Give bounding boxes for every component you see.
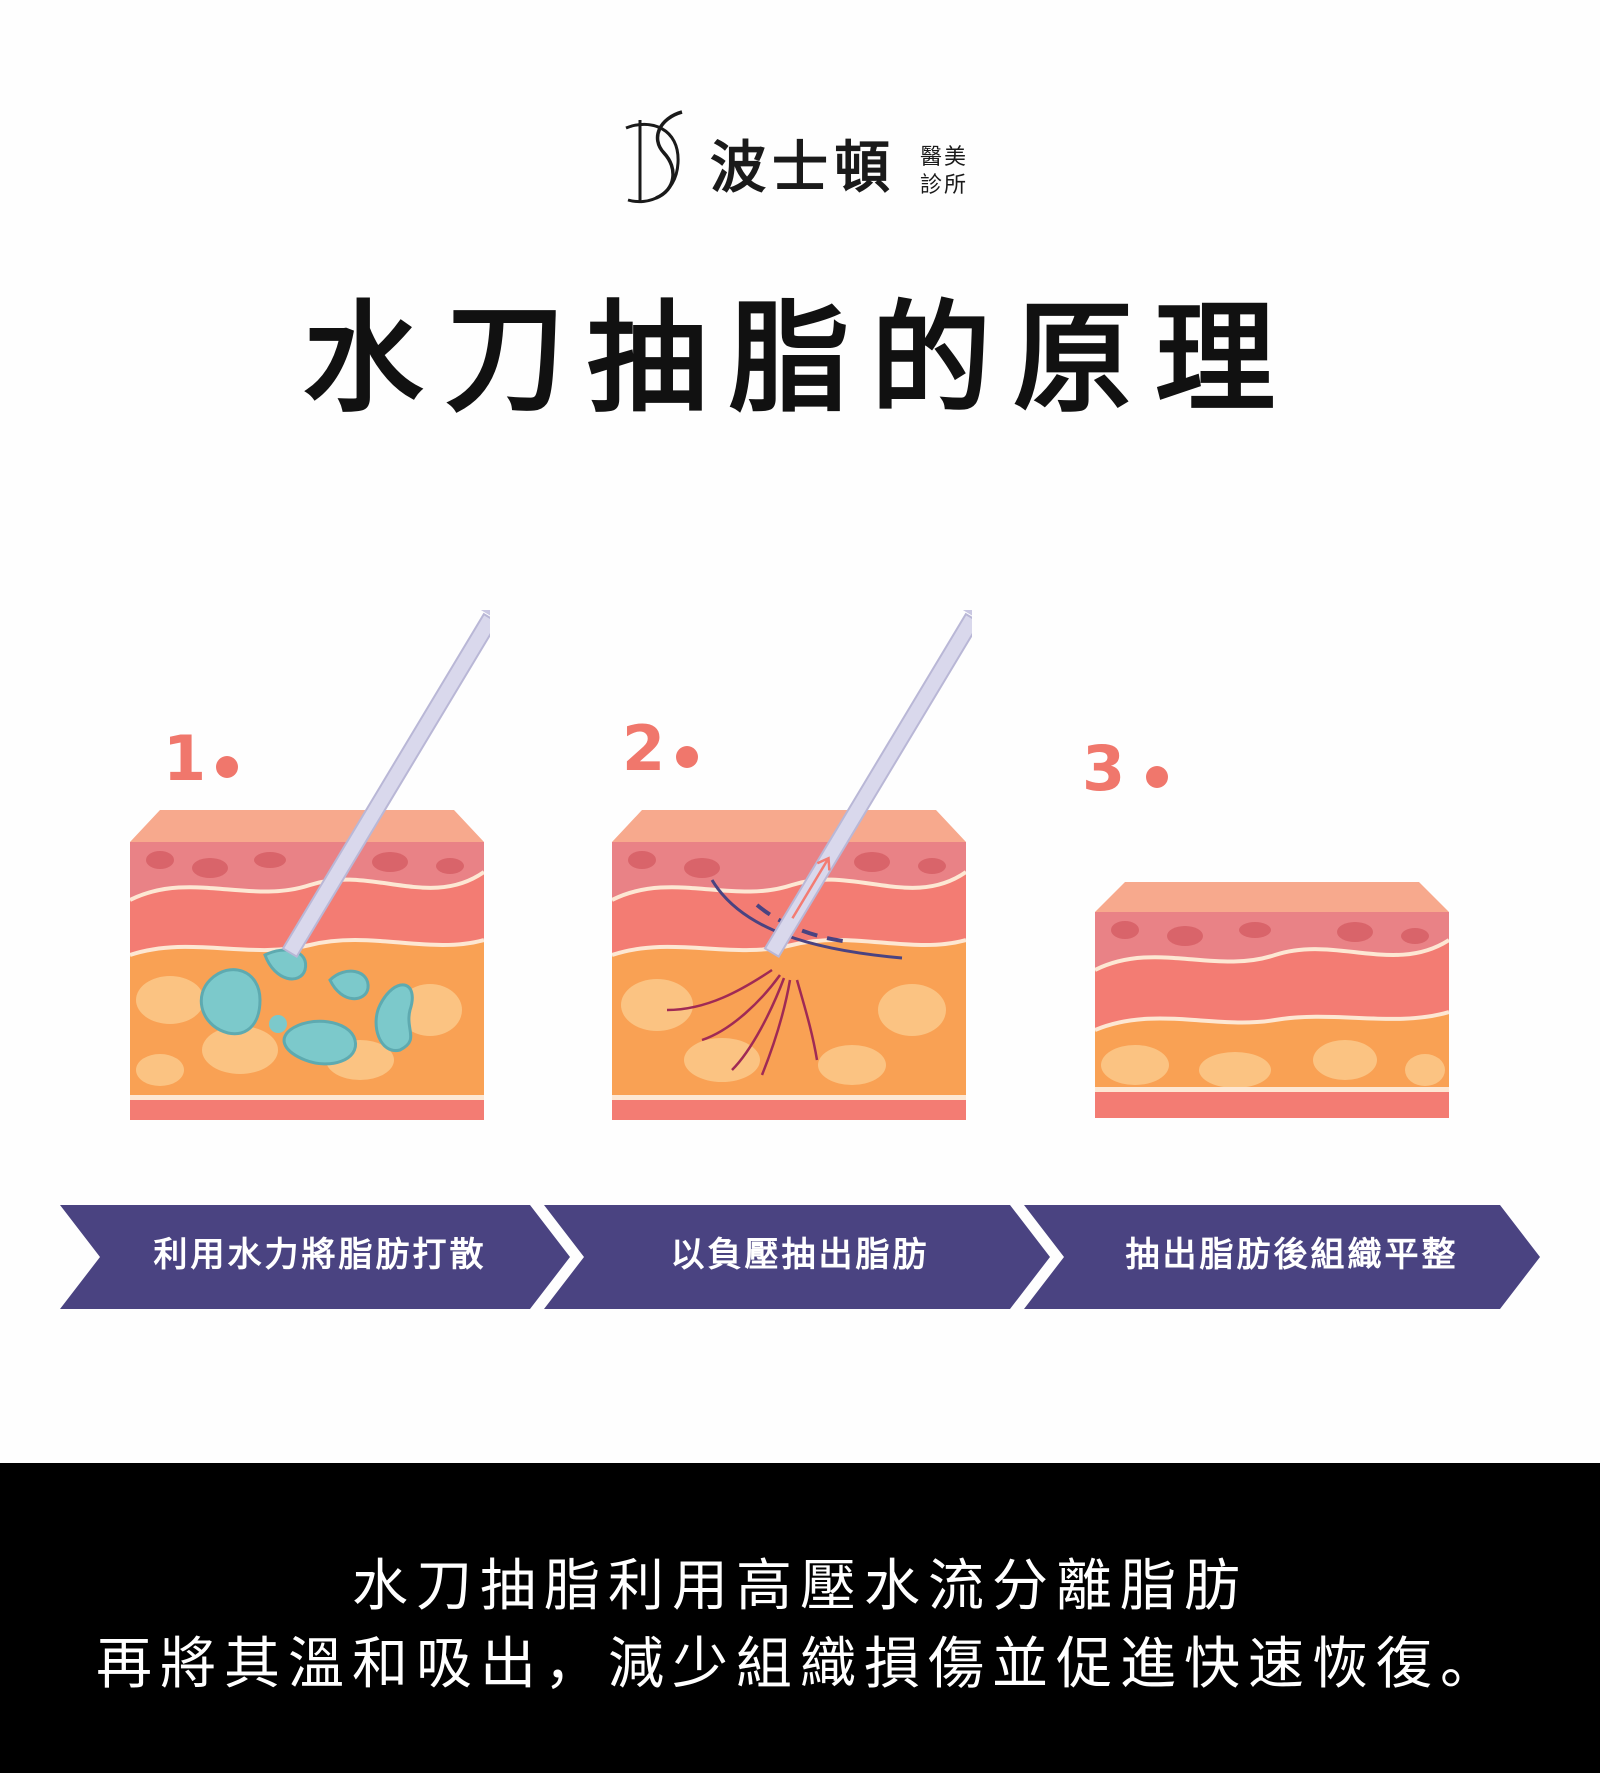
cannula xyxy=(763,610,972,959)
clinic-logo: 波士頓 醫美 診所 xyxy=(620,108,990,213)
suction-line xyxy=(760,979,792,1076)
logo-subtitle-line1: 醫美 xyxy=(920,145,969,170)
page-title: 水刀抽脂的原理 xyxy=(303,290,1297,429)
arrow-step-2 xyxy=(544,1205,1050,1309)
fluid-blob xyxy=(374,983,414,1052)
skin-surface xyxy=(612,810,966,842)
logo-name: 波士頓 xyxy=(710,135,896,201)
suction-line xyxy=(666,968,773,1012)
fluid-blob xyxy=(199,968,262,1036)
fluid-blob xyxy=(282,1019,357,1066)
skin-diagram-step-1 xyxy=(130,610,490,1120)
suction-line xyxy=(701,974,782,1042)
fluid-blob xyxy=(328,969,370,1001)
process-arrows xyxy=(60,1205,1540,1309)
footer-line-2: 再將其溫和吸出，減少組織損傷並促進快速恢復。 xyxy=(96,1632,1504,1697)
step-number-2: 2 xyxy=(622,712,666,785)
cannula xyxy=(281,610,490,959)
step-number-3: 3 xyxy=(1082,732,1126,805)
fluid-blob xyxy=(263,948,308,981)
footer-line-1: 水刀抽脂利用高壓水流分離脂肪 xyxy=(352,1554,1248,1619)
step-label-3: 抽出脂肪後組織平整 xyxy=(1125,1235,1459,1275)
step-dot-3 xyxy=(1146,766,1168,788)
step-number-1: 1 xyxy=(163,722,207,795)
logo-subtitle: 醫美 診所 xyxy=(920,144,968,200)
step-dot-1 xyxy=(216,756,238,778)
skin-surface xyxy=(130,810,484,842)
skin-diagram-step-2 xyxy=(612,610,972,1120)
skin-surface xyxy=(1095,882,1449,912)
flow-line xyxy=(755,903,853,944)
skin-diagram-step-3 xyxy=(1095,882,1449,1118)
step-dot-2 xyxy=(676,746,698,768)
suction-line xyxy=(795,979,819,1061)
step-label-2: 以負壓抽出脂肪 xyxy=(670,1235,930,1275)
footer-banner: 水刀抽脂利用高壓水流分離脂肪 再將其溫和吸出，減少組織損傷並促進快速恢復。 xyxy=(0,1463,1600,1773)
logo-subtitle-line2: 診所 xyxy=(920,173,969,198)
arrow-step-1 xyxy=(60,1205,570,1309)
step-label-1: 利用水力將脂肪打散 xyxy=(153,1235,487,1275)
arrow-step-3 xyxy=(1024,1205,1540,1309)
suction-line xyxy=(731,977,786,1071)
logo-monogram-icon xyxy=(625,110,683,204)
